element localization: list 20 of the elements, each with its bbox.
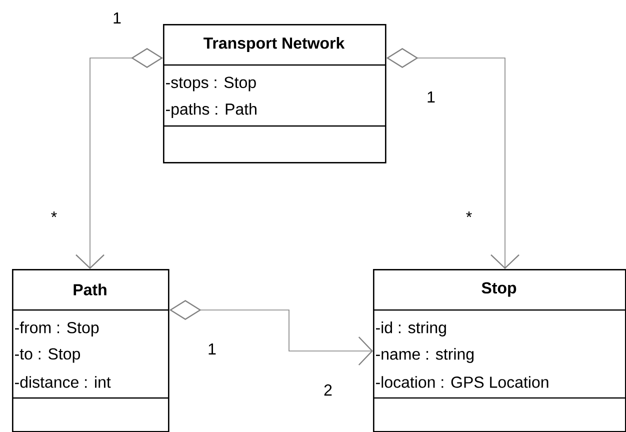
multiplicity: * bbox=[466, 212, 472, 218]
class-box bbox=[12, 269, 170, 432]
class-name: Stop bbox=[482, 282, 516, 297]
multiplicity: 2 bbox=[324, 384, 332, 396]
class-box bbox=[163, 24, 386, 164]
multiplicity: 1 bbox=[208, 344, 216, 354]
attribute: -stops : Stop bbox=[166, 76, 256, 92]
class-name: Path bbox=[74, 284, 106, 296]
multiplicity: 1 bbox=[428, 92, 435, 102]
multiplicity: * bbox=[51, 212, 57, 218]
attribute: -location : GPS Location bbox=[376, 376, 548, 388]
class-name: Transport Network bbox=[204, 37, 345, 52]
attribute: -distance : int bbox=[14, 376, 111, 388]
attribute: -to : Stop bbox=[14, 348, 80, 363]
attribute: -from : Stop bbox=[14, 322, 99, 336]
attribute: -id : string bbox=[376, 322, 446, 336]
attribute: -name : string bbox=[376, 348, 474, 363]
attribute: -paths : Path bbox=[166, 103, 256, 118]
class-box bbox=[373, 269, 626, 432]
multiplicity: 1 bbox=[114, 12, 121, 24]
